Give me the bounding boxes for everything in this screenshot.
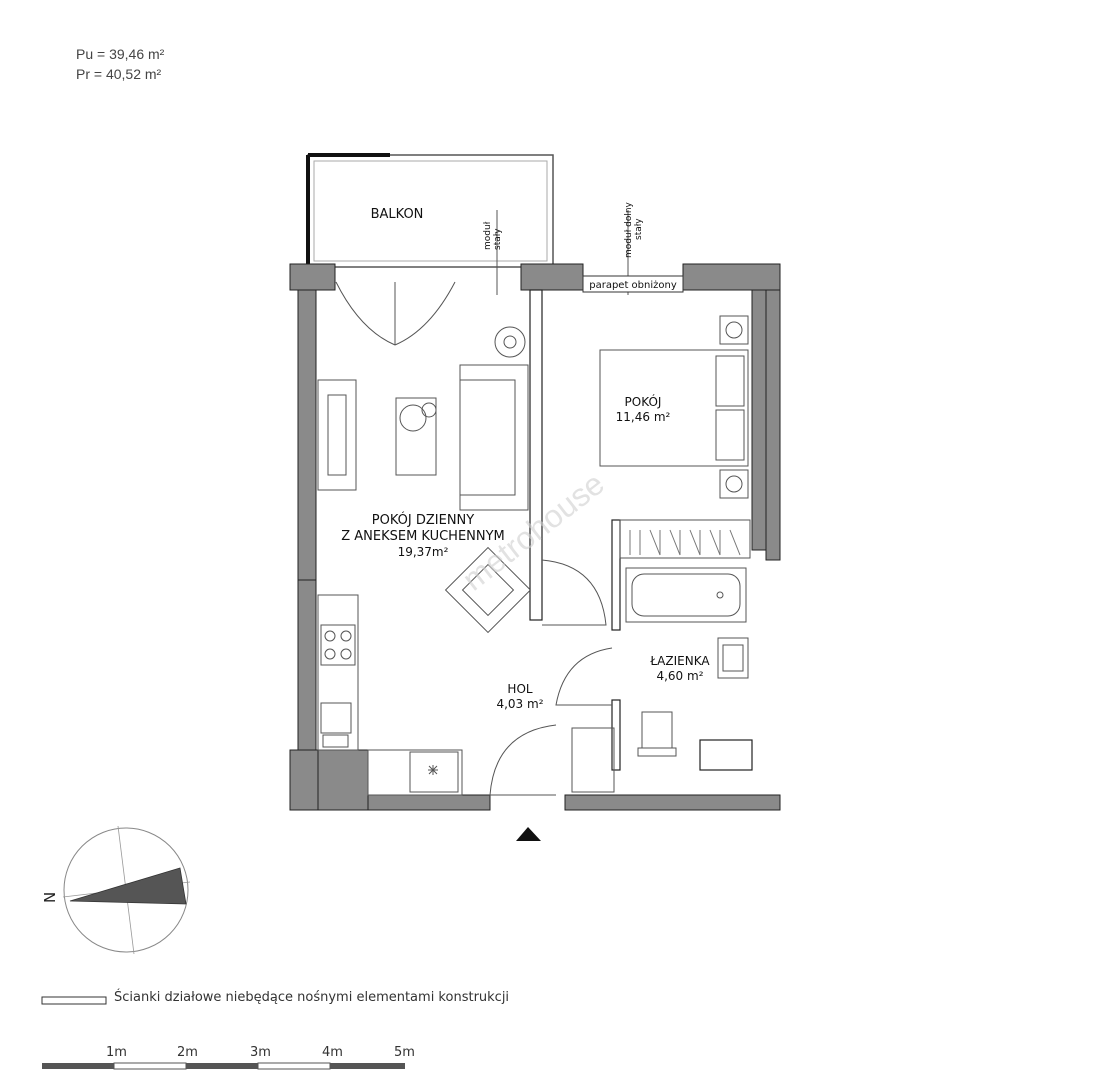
- partition-legend-swatch: [41, 996, 107, 1005]
- bathroom-fixtures: [571, 567, 749, 793]
- hall-area: 4,03 m²: [496, 697, 543, 711]
- bedroom-label: POKÓJ: [625, 394, 662, 409]
- exterior-walls: [289, 263, 781, 811]
- scale-tick-5m: 5m: [394, 1045, 415, 1060]
- usable-area-label: Pu = 39,46 m²: [76, 46, 165, 62]
- parapet-box: [582, 275, 684, 293]
- parapet-label: parapet obniżony: [589, 280, 677, 291]
- total-area-label: Pr = 40,52 m²: [76, 66, 162, 82]
- bathroom-label: ŁAZIENKA: [649, 654, 710, 668]
- scale-bar: [42, 1062, 405, 1070]
- module-fixed-label: moduł: [483, 221, 493, 250]
- legend-text: Ścianki działowe niebędące nośnymi eleme…: [114, 990, 510, 1005]
- module-fixed-label-2: stały: [493, 228, 503, 250]
- entrance-arrow-icon: [516, 827, 541, 841]
- bathroom-area: 4,60 m²: [656, 669, 703, 683]
- kitchen-counter: [317, 594, 463, 796]
- compass-icon: [62, 825, 191, 955]
- balcony-label: BALKON: [371, 207, 424, 222]
- interior-walls: [529, 289, 753, 771]
- bedroom-area: 11,46 m²: [616, 410, 671, 424]
- living-room-label: POKÓJ DZIENNY: [372, 512, 474, 528]
- living-room-sublabel: Z ANEKSEM KUCHENNYM: [341, 529, 505, 544]
- scale-tick-3m: 3m: [250, 1045, 271, 1060]
- compass-north-label: N: [41, 892, 59, 903]
- module-lower-label-2: stały: [634, 218, 644, 240]
- hall-label: HOL: [507, 682, 532, 696]
- module-lower-label: moduł dolny: [624, 201, 634, 258]
- living-room-furniture: [317, 281, 532, 634]
- scale-tick-1m: 1m: [106, 1045, 127, 1060]
- scale-tick-2m: 2m: [177, 1045, 198, 1060]
- scale-tick-4m: 4m: [322, 1045, 343, 1060]
- bedroom-furniture: [599, 315, 751, 559]
- balcony: [306, 153, 629, 295]
- living-room-area: 19,37m²: [398, 545, 449, 559]
- doors: [489, 559, 613, 796]
